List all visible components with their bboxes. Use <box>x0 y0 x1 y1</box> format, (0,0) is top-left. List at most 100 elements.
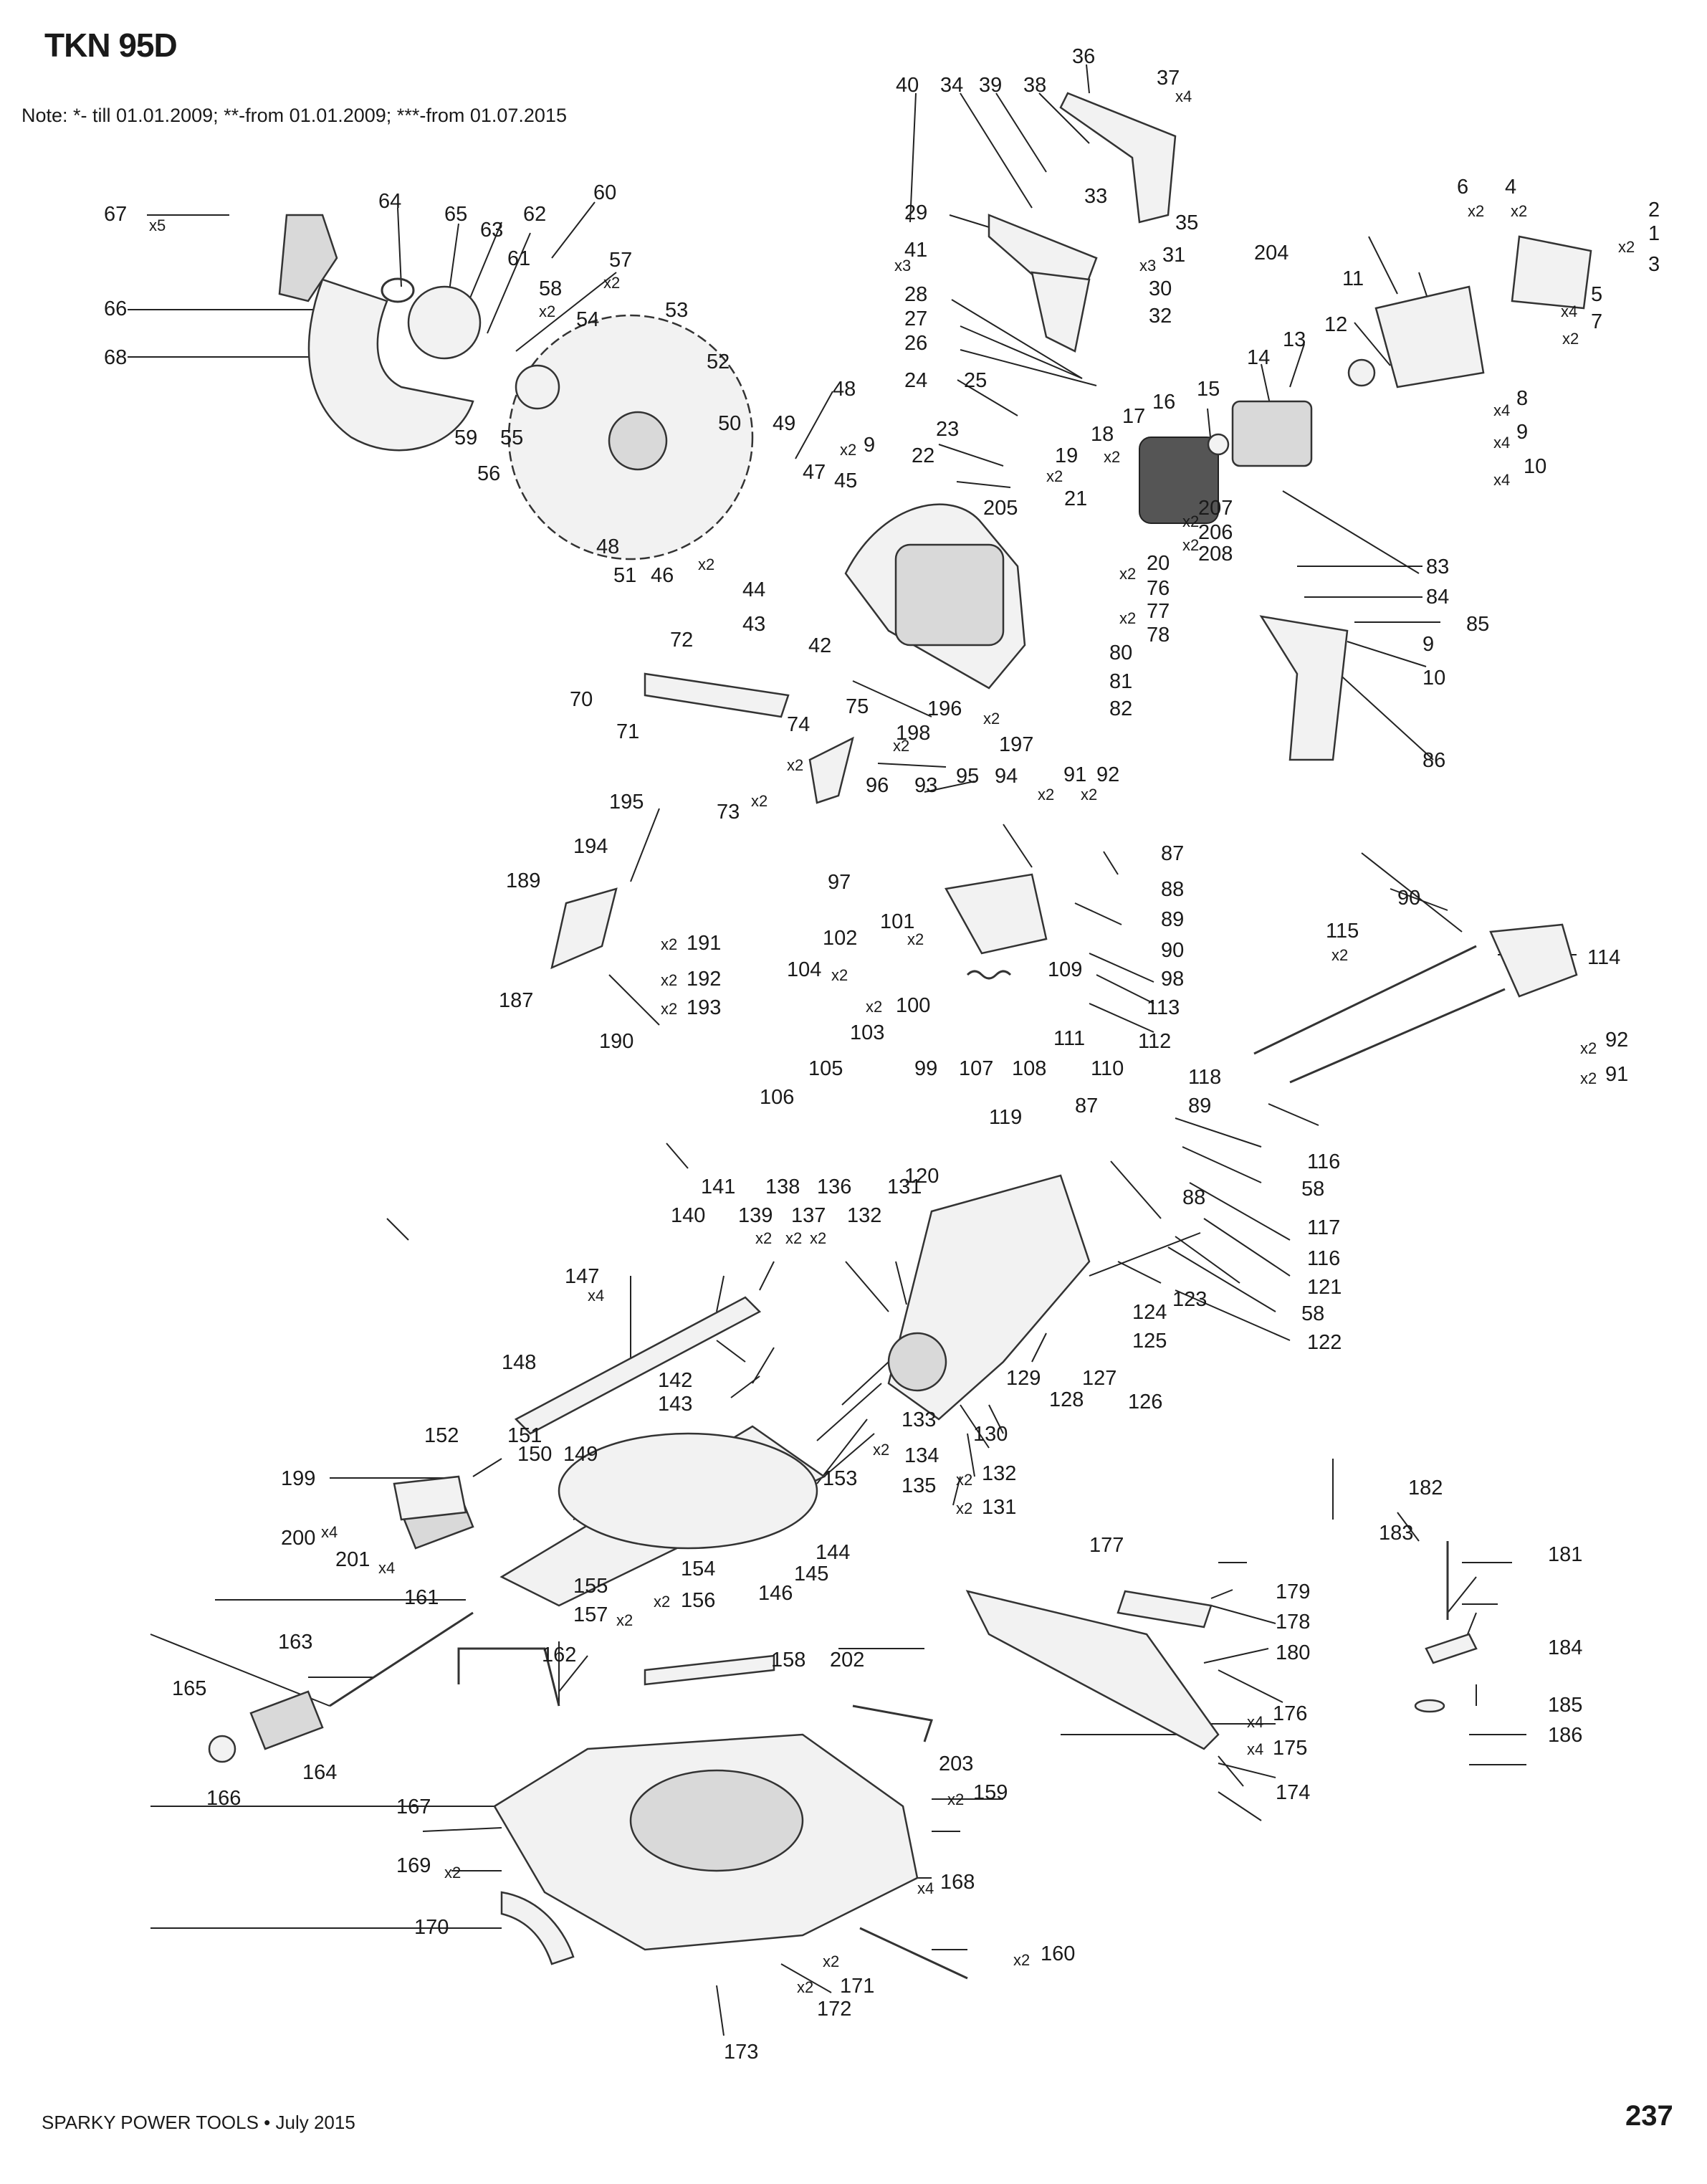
part-label: 196 <box>927 697 962 720</box>
part-label: 131 <box>982 1496 1016 1519</box>
part-label: 142 <box>658 1369 692 1392</box>
part-label: 101 <box>880 910 914 933</box>
quantity-label: x4 <box>1561 302 1577 320</box>
quantity-label: x2 <box>1468 202 1484 220</box>
part-label: 23 <box>936 418 959 441</box>
part-label: 20 <box>1147 552 1170 575</box>
part-label: 86 <box>1422 749 1445 772</box>
part-label: 201 <box>335 1548 370 1571</box>
part-label: 5 <box>1591 283 1602 306</box>
quantity-label: x2 <box>1511 202 1527 220</box>
part-label: 15 <box>1197 378 1220 401</box>
part-label: 31 <box>1162 244 1185 267</box>
part-label: 133 <box>902 1408 936 1431</box>
quantity-label: x2 <box>956 1499 972 1517</box>
part-label: 202 <box>830 1649 864 1672</box>
quantity-label: x2 <box>823 1952 839 1970</box>
part-label: 14 <box>1247 346 1270 369</box>
part-label: 102 <box>823 927 857 950</box>
part-label: 89 <box>1188 1095 1211 1117</box>
part-label: 84 <box>1426 586 1449 609</box>
part-label: 132 <box>982 1462 1016 1485</box>
part-label: 181 <box>1548 1543 1582 1566</box>
part-label: 16 <box>1152 391 1175 414</box>
blade-hub-drawing <box>608 411 668 471</box>
guard-cover-drawing <box>278 214 338 302</box>
part-label: 58 <box>1301 1302 1324 1325</box>
part-label: 179 <box>1276 1580 1310 1603</box>
quantity-label: x2 <box>1119 609 1136 627</box>
quantity-label: x2 <box>947 1790 964 1808</box>
part-label: 27 <box>904 307 927 330</box>
part-label: 46 <box>651 564 674 587</box>
quantity-label: x2 <box>751 792 768 810</box>
part-label: 137 <box>791 1204 826 1227</box>
quantity-label: x4 <box>1493 434 1510 452</box>
part-label: 13 <box>1283 328 1306 351</box>
quantity-label: x2 <box>797 1978 813 1996</box>
part-label: 65 <box>444 203 467 226</box>
part-label: 94 <box>995 765 1018 788</box>
carry-bar-2-drawing <box>859 1927 968 1980</box>
part-label: 44 <box>742 578 765 601</box>
part-label: 157 <box>573 1603 608 1626</box>
part-label: 25 <box>964 369 987 392</box>
part-label: 107 <box>959 1057 993 1080</box>
part-label: 3 <box>1648 253 1660 276</box>
part-label: 119 <box>989 1106 1022 1129</box>
part-label: 50 <box>718 412 741 435</box>
part-label: 71 <box>616 720 639 743</box>
quantity-label: x2 <box>1119 565 1136 583</box>
part-label: 9 <box>1516 421 1528 444</box>
top-handle-drawing <box>1059 92 1177 224</box>
part-label: 139 <box>738 1204 773 1227</box>
blade-guard-drawing <box>307 278 474 452</box>
part-label: 72 <box>670 629 693 652</box>
quantity-label: x2 <box>1013 1951 1030 1969</box>
quantity-label: x2 <box>654 1593 670 1611</box>
part-label: 37 <box>1157 67 1180 90</box>
part-label: 117 <box>1307 1216 1340 1239</box>
part-label: 56 <box>477 462 500 485</box>
part-label: 73 <box>717 801 740 824</box>
part-label: 116 <box>1307 1150 1340 1173</box>
part-label: 45 <box>834 469 857 492</box>
part-label: 81 <box>1109 670 1132 693</box>
part-label: 89 <box>1161 908 1184 931</box>
part-label: 138 <box>765 1176 800 1198</box>
part-label: 171 <box>840 1975 874 1998</box>
part-label: 77 <box>1147 600 1170 623</box>
part-label: 125 <box>1132 1330 1167 1353</box>
part-label: 180 <box>1276 1641 1310 1664</box>
part-label: 112 <box>1138 1030 1171 1053</box>
part-label: 52 <box>707 351 730 373</box>
part-label: 190 <box>599 1030 633 1053</box>
part-label: 124 <box>1132 1301 1167 1324</box>
quantity-label: x2 <box>840 441 856 459</box>
quantity-label: x2 <box>1182 536 1199 554</box>
part-label: 36 <box>1072 45 1095 68</box>
part-label: 149 <box>563 1443 598 1466</box>
part-label: 92 <box>1605 1029 1628 1052</box>
part-label: 158 <box>771 1649 805 1672</box>
page-title: TKN 95D <box>44 27 178 64</box>
part-label: 7 <box>1591 310 1602 333</box>
part-label: 54 <box>576 308 599 331</box>
part-label: 82 <box>1109 697 1132 720</box>
part-label: 85 <box>1466 613 1489 636</box>
part-label: 123 <box>1172 1288 1207 1311</box>
part-label: 104 <box>787 958 821 981</box>
part-label: 4 <box>1505 176 1516 199</box>
quantity-label: x4 <box>378 1559 395 1577</box>
quantity-label: x2 <box>1046 467 1063 485</box>
part-label: 66 <box>104 297 127 320</box>
plate-drawing <box>808 736 854 804</box>
part-label: 129 <box>1006 1367 1041 1390</box>
quantity-label: x2 <box>539 302 555 320</box>
part-label: 176 <box>1273 1702 1307 1725</box>
quantity-label: x2 <box>956 1471 972 1489</box>
part-label: 128 <box>1049 1388 1084 1411</box>
part-label: 35 <box>1175 211 1198 234</box>
part-label: 103 <box>850 1021 884 1044</box>
quantity-label: x2 <box>893 737 909 755</box>
